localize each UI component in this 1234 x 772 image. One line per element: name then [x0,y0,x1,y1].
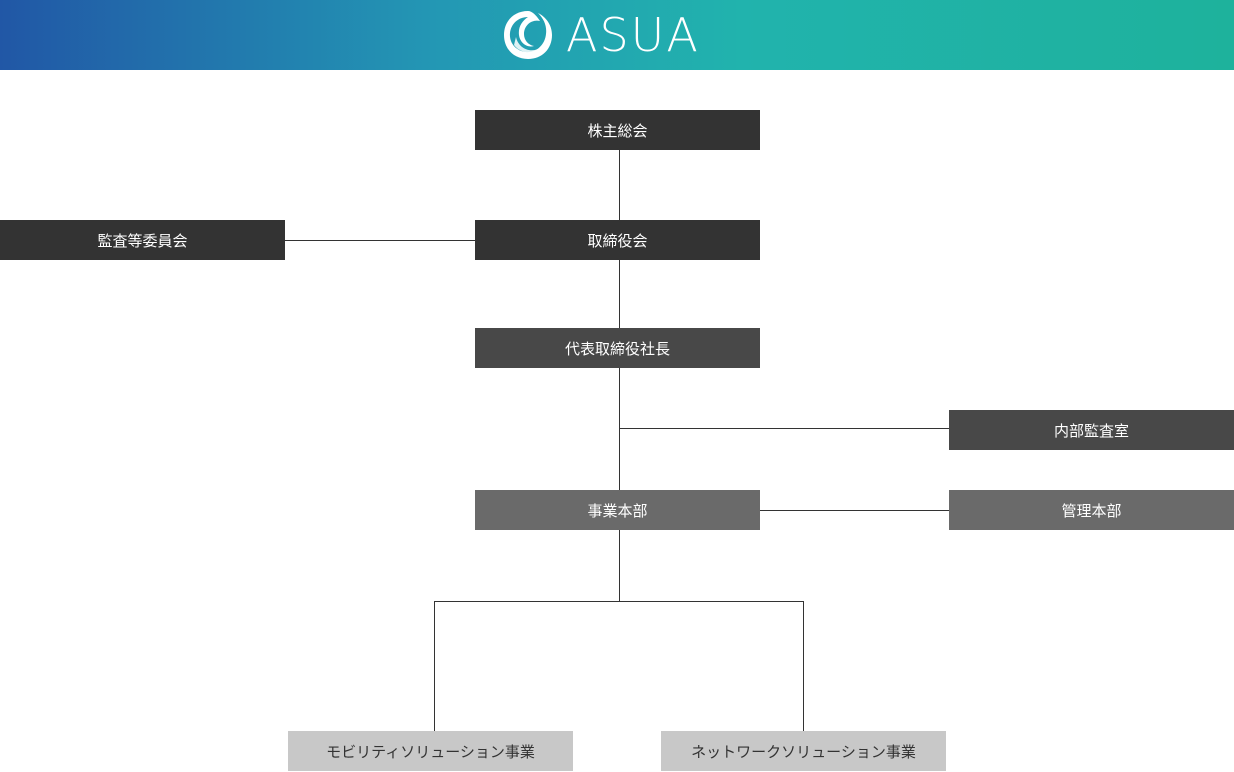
wave-logo-icon [504,11,552,59]
node-audit-committee: 監査等委員会 [0,220,285,260]
node-admin-division: 管理本部 [949,490,1234,530]
connector-president-business [619,368,620,490]
connector-branch-horizontal [434,601,804,602]
connector-branch-network [803,601,804,731]
logo-text: ASUA [566,8,700,62]
node-network-solutions: ネットワークソリューション事業 [661,731,946,771]
node-internal-audit: 内部監査室 [949,410,1234,450]
node-business-division: 事業本部 [475,490,760,530]
header-banner: ASUA [0,0,1234,70]
connector-audit-board [285,240,475,241]
company-logo[interactable]: ASUA [500,6,700,64]
node-board-of-directors: 取締役会 [475,220,760,260]
node-shareholders-meeting: 株主総会 [475,110,760,150]
connector-board-president [619,260,620,328]
connector-branch-mobility [434,601,435,731]
connector-internal-audit [619,428,949,429]
connector-business-admin [759,510,949,511]
connector-shareholders-board [619,150,620,220]
node-mobility-solutions: モビリティソリューション事業 [288,731,573,771]
node-president: 代表取締役社長 [475,328,760,368]
connector-business-down [619,530,620,601]
